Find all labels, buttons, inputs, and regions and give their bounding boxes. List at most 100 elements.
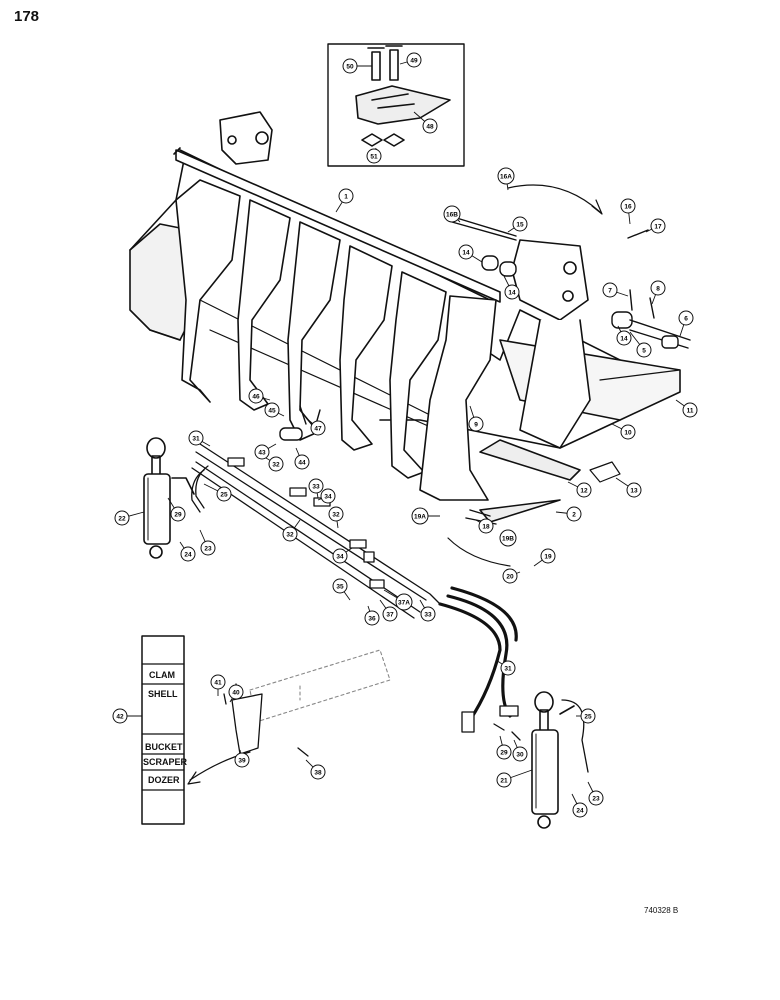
callout-23: 23 xyxy=(199,529,216,556)
callout-33: 33 xyxy=(419,599,436,622)
callout-circle xyxy=(282,526,298,542)
callout-circle xyxy=(294,454,310,470)
upper-pivot-bracket xyxy=(219,111,273,165)
callout-number: 38 xyxy=(314,769,322,776)
callout-circle xyxy=(308,478,324,494)
callout-number: 19B xyxy=(502,535,514,542)
callout-circle xyxy=(411,507,429,525)
callout-16b: 16B xyxy=(443,205,461,223)
callout-22: 22 xyxy=(114,510,145,526)
callout-circle xyxy=(620,198,636,214)
callout-30: 30 xyxy=(512,739,528,762)
callout-number: 49 xyxy=(410,57,418,64)
callout-number: 50 xyxy=(346,63,354,70)
callout-38: 38 xyxy=(305,759,326,780)
callout-circle xyxy=(342,58,358,74)
callout-circle xyxy=(364,610,380,626)
callout-circle xyxy=(620,424,636,440)
callout-number: 19A xyxy=(414,513,426,520)
callout-circle xyxy=(422,118,438,134)
callout-number: 7 xyxy=(608,287,612,294)
callout-circle xyxy=(602,282,618,298)
callout-circle xyxy=(188,430,204,446)
callout-31: 31 xyxy=(188,430,211,447)
callout-number: 14 xyxy=(508,289,516,296)
callout-circle xyxy=(588,790,604,806)
callout-17: 17 xyxy=(645,218,666,234)
callout-circle xyxy=(328,506,344,522)
callout-number: 14 xyxy=(462,249,470,256)
callout-number: 31 xyxy=(192,435,200,442)
callout-29: 29 xyxy=(167,497,186,522)
callout-24: 24 xyxy=(179,541,196,562)
callout-number: 5 xyxy=(642,347,646,354)
callout-number: 45 xyxy=(268,407,276,414)
callout-20: 20 xyxy=(502,568,521,584)
callout-circle xyxy=(512,746,528,762)
callout-31: 31 xyxy=(495,659,516,676)
callout-number: 32 xyxy=(286,531,294,538)
callout-circle xyxy=(170,506,186,522)
callout-circle xyxy=(540,548,556,564)
callout-14: 14 xyxy=(616,325,632,346)
callout-circle xyxy=(478,518,494,534)
callout-circle xyxy=(338,188,354,204)
callout-14: 14 xyxy=(458,244,483,263)
callout-45: 45 xyxy=(264,402,285,418)
callout-25: 25 xyxy=(576,708,596,724)
callout-number: 23 xyxy=(204,545,212,552)
callout-circle xyxy=(210,674,226,690)
callout-15: 15 xyxy=(507,216,528,233)
hydraulic-tubes xyxy=(191,443,441,619)
callout-number: 2 xyxy=(572,511,576,518)
callout-number: 37 xyxy=(386,611,394,618)
callout-37a: 37A xyxy=(383,589,413,611)
callout-number: 51 xyxy=(370,153,378,160)
callout-circle xyxy=(497,167,515,185)
callout-number: 34 xyxy=(336,553,344,560)
callout-circle xyxy=(496,772,512,788)
callout-number: 47 xyxy=(314,425,322,432)
callout-7: 7 xyxy=(602,282,629,298)
callout-circle xyxy=(443,205,461,223)
left-cylinder xyxy=(143,437,195,559)
hydraulic-hoses xyxy=(438,586,518,722)
callout-12: 12 xyxy=(567,481,592,498)
callout-circle xyxy=(228,684,244,700)
callout-number: 43 xyxy=(258,449,266,456)
callout-number: 17 xyxy=(654,223,662,230)
callout-circle xyxy=(264,402,280,418)
callout-number: 23 xyxy=(592,795,600,802)
callout-circle xyxy=(114,510,130,526)
callout-circle xyxy=(566,506,582,522)
callout-39: 39 xyxy=(234,749,250,768)
callout-41: 41 xyxy=(210,674,226,696)
tooth-inset xyxy=(327,43,465,167)
callout-number: 41 xyxy=(214,679,222,686)
callout-34: 34 xyxy=(332,547,353,564)
cylinder-pivot-phantom xyxy=(249,649,391,723)
callout-number: 14 xyxy=(620,335,628,342)
callout-circle xyxy=(502,568,518,584)
callout-circle xyxy=(382,606,398,622)
decal-label-scraper: SCRAPER xyxy=(143,757,188,767)
drawing-number: 740328 B xyxy=(644,906,679,915)
callout-number: 29 xyxy=(500,749,508,756)
page-number: 178 xyxy=(14,8,40,25)
callout-43: 43 xyxy=(254,443,277,460)
callout-number: 21 xyxy=(500,777,508,784)
callout-circle xyxy=(395,593,413,611)
callout-25: 25 xyxy=(203,483,232,502)
callout-circle xyxy=(180,546,196,562)
callout-number: 30 xyxy=(516,751,524,758)
callout-circle xyxy=(420,606,436,622)
callout-number: 19 xyxy=(544,553,552,560)
callout-circle xyxy=(332,578,348,594)
callout-35: 35 xyxy=(332,578,351,601)
callout-circle xyxy=(332,548,348,564)
callout-number: 48 xyxy=(426,123,434,130)
callout-1: 1 xyxy=(335,188,354,213)
callout-number: 32 xyxy=(272,461,280,468)
callout-circle xyxy=(406,52,422,68)
